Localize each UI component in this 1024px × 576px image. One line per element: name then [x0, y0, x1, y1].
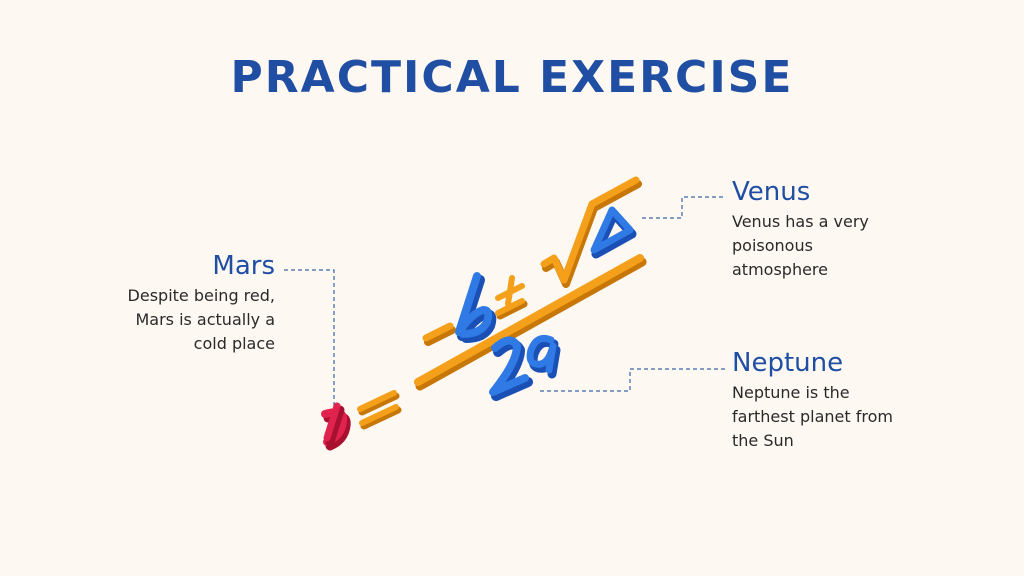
neptune-connector	[540, 368, 726, 392]
x-symbol	[321, 402, 351, 451]
square-root-symbol	[540, 176, 642, 288]
mars-callout: Mars Despite being red, Mars is actually…	[110, 250, 275, 356]
mars-description: Despite being red, Mars is actually a co…	[127, 286, 275, 353]
venus-callout: Venus Venus has a very poisonous atmosph…	[732, 176, 912, 282]
equals-symbol	[357, 390, 402, 430]
delta-symbol	[590, 206, 637, 259]
neptune-description: Neptune is the farthest planet from the …	[732, 383, 893, 450]
slide-title: PRACTICAL EXERCISE	[230, 52, 794, 103]
mars-title: Mars	[212, 251, 275, 281]
neptune-callout: Neptune Neptune is the farthest planet f…	[732, 347, 912, 453]
b-variable	[455, 272, 497, 343]
minus-symbol	[422, 322, 456, 346]
neptune-title: Neptune	[732, 348, 844, 378]
fraction-bar	[414, 254, 647, 391]
venus-connector	[642, 196, 726, 219]
connector-lines	[284, 196, 726, 408]
two-a-denominator	[489, 334, 561, 401]
plus-minus-symbol	[495, 275, 528, 320]
venus-title: Venus	[732, 177, 811, 207]
mars-connector	[284, 269, 335, 408]
venus-description: Venus has a very poisonous atmosphere	[732, 212, 869, 279]
